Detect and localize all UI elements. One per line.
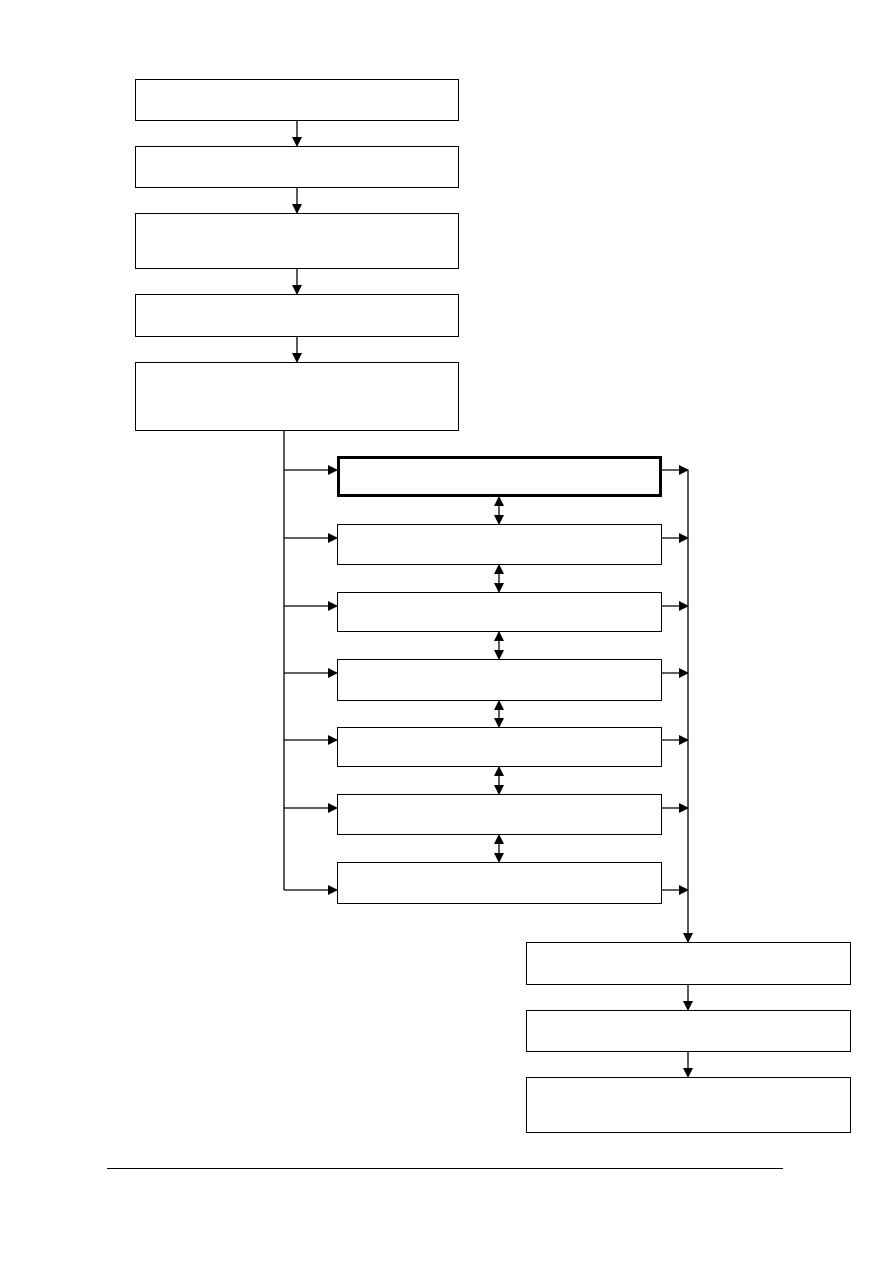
branch-box-1 [337, 456, 662, 497]
branch-box-7 [337, 862, 662, 904]
stage-box-2 [135, 146, 459, 188]
branch-box-6 [337, 794, 662, 835]
branch-box-4 [337, 659, 662, 701]
branch-box-2 [337, 524, 662, 565]
branch-box-5 [337, 727, 662, 767]
stage-box-4 [135, 294, 459, 337]
outcome-box-1 [526, 942, 851, 985]
branch-box-3 [337, 592, 662, 632]
outcome-box-3 [526, 1077, 851, 1133]
stage-box-3 [135, 213, 459, 269]
stage-box-5 [135, 362, 459, 431]
footer-divider [107, 1168, 783, 1169]
outcome-box-2 [526, 1010, 851, 1052]
stage-box-1 [135, 79, 459, 121]
